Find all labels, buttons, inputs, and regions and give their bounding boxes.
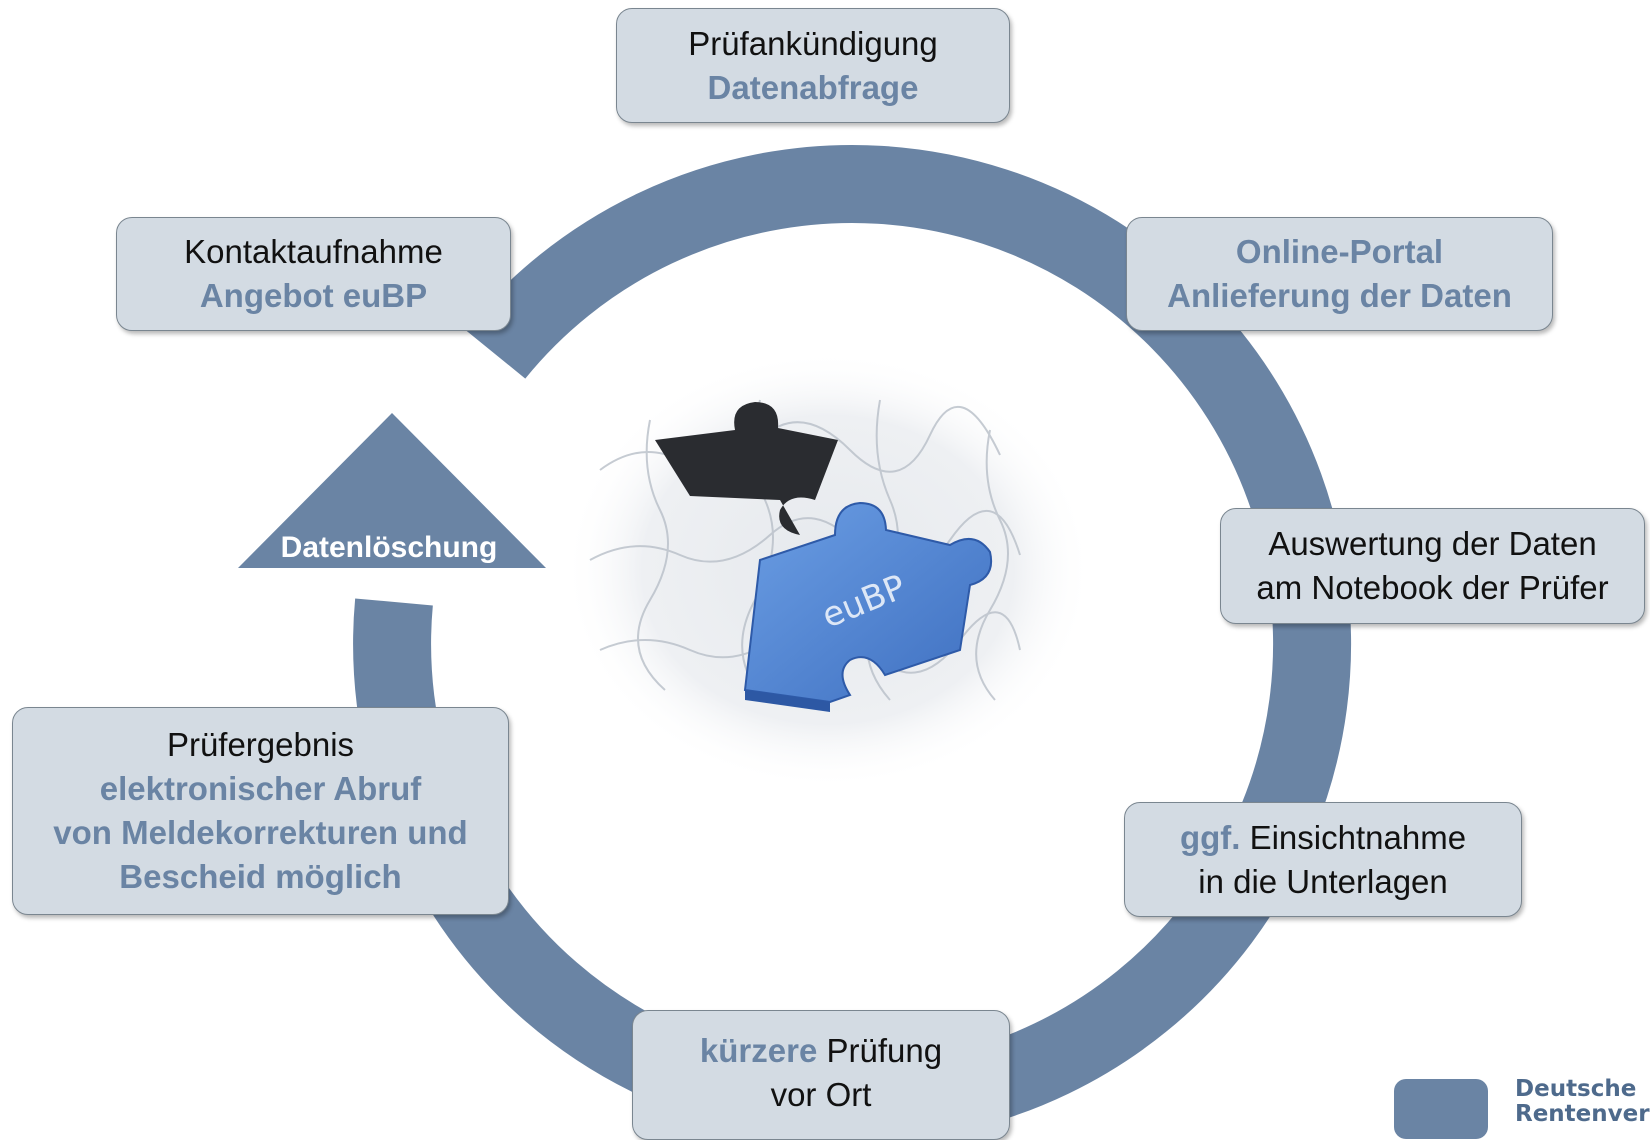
step-title: Auswertung der Daten [1268, 525, 1597, 562]
step-title: Online-Portal [1235, 233, 1444, 270]
step-highlight: kürzere [699, 1032, 818, 1069]
step-title: Prüfung [826, 1032, 943, 1069]
step-detail-1: elektronischer Abruf [99, 770, 422, 807]
logo-line-1: Deutsche [1515, 1076, 1637, 1102]
step-title: Einsichtnahme [1249, 818, 1467, 856]
step-subtitle: Angebot euBP [199, 277, 428, 314]
step-box-contact: Kontaktaufnahme Angebot euBP [116, 217, 511, 331]
step-subtitle: in die Unterlagen [1198, 862, 1448, 900]
puzzle-illustration [563, 350, 1093, 790]
arrow-label: Datenlöschung [280, 531, 498, 564]
step-title: Prüfankündigung [688, 24, 938, 62]
step-box-announcement: Prüfankündigung Datenabfrage [616, 8, 1010, 123]
step-subtitle: vor Ort [770, 1076, 872, 1113]
logo-mark [1394, 1079, 1488, 1139]
step-box-inspection: ggf. Einsichtnahme in die Unterlagen [1124, 802, 1522, 917]
step-highlight: ggf. [1179, 818, 1241, 856]
step-title-line: kürzere Prüfung [700, 1029, 942, 1073]
step-detail-3: Bescheid möglich [119, 858, 402, 895]
step-title: Prüfergebnis [166, 726, 355, 763]
step-subtitle: am Notebook der Prüfer [1256, 569, 1609, 606]
step-title-line: ggf. Einsichtnahme [1180, 816, 1466, 860]
logo: Deutsche Rentenvers [1394, 1076, 1650, 1139]
step-box-onsite-audit: kürzere Prüfung vor Ort [632, 1010, 1010, 1140]
puzzle-piece [743, 501, 992, 704]
step-detail-2: von Meldekorrekturen und [53, 814, 468, 851]
step-box-result: Prüfergebnis elektronischer Abruf von Me… [12, 707, 509, 915]
step-box-online-portal: Online-Portal Anlieferung der Daten [1126, 217, 1553, 331]
step-subtitle: Datenabfrage [707, 68, 919, 106]
step-subtitle: Anlieferung der Daten [1167, 277, 1512, 314]
step-title: Kontaktaufnahme [184, 233, 443, 270]
puzzle-hole [655, 402, 838, 535]
logo-line-2: Rentenvers [1515, 1101, 1650, 1127]
cycle-arrowhead [238, 413, 546, 568]
step-box-evaluation: Auswertung der Daten am Notebook der Prü… [1220, 508, 1645, 624]
